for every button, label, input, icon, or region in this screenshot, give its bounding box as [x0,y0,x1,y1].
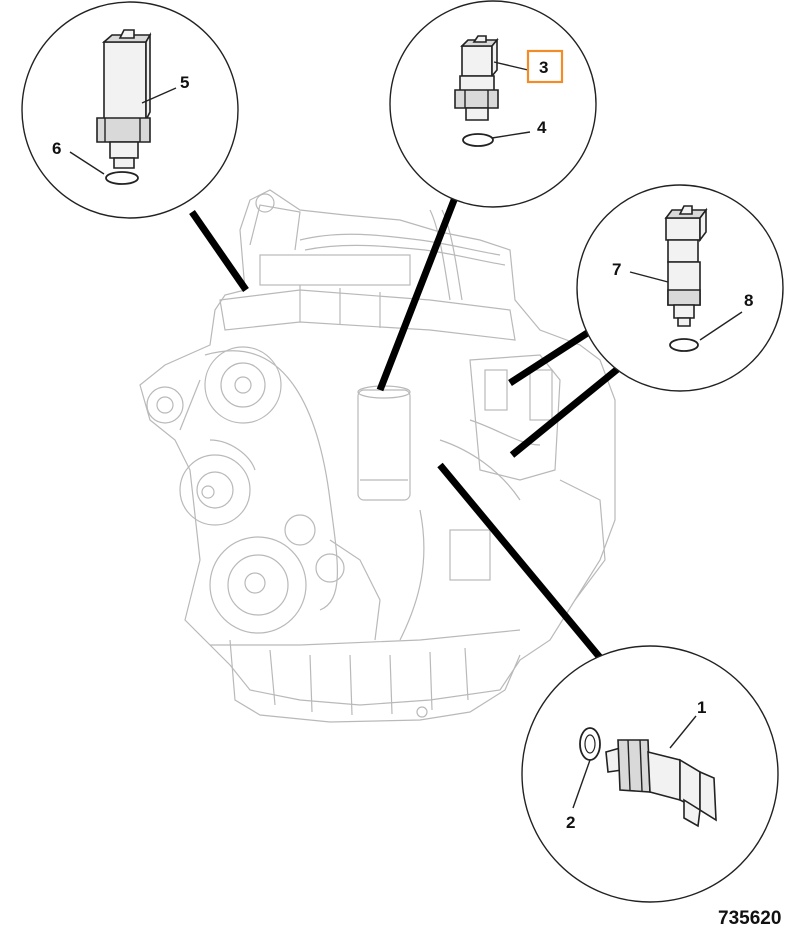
pointer-lines [189,193,628,663]
callout-2: 2 [566,813,575,832]
callout-5: 5 [180,73,189,92]
callout-8: 8 [744,291,753,310]
detail-circle-1-2 [521,645,779,903]
callout-6: 6 [52,139,61,158]
callout-7: 7 [612,260,621,279]
detail-circle-3-4 [389,0,597,208]
engine-illustration [139,189,616,723]
callout-1: 1 [697,698,706,717]
callout-labels: 5 6 3 4 7 8 1 2 [52,49,753,832]
figure-number: 735620 [718,908,781,929]
detail-circle-7-8 [576,184,784,392]
callout-4: 4 [537,118,547,137]
callout-3: 3 [539,58,548,77]
callout-3-highlight-box [526,49,564,84]
detail-circle-5-6 [21,1,239,219]
